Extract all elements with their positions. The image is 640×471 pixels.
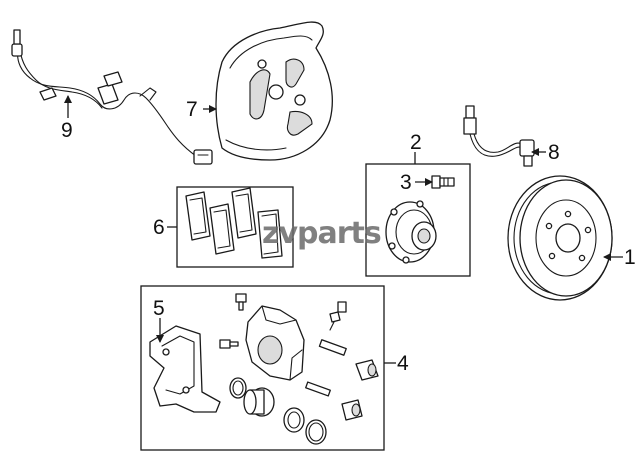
callout-2: 2 xyxy=(410,131,422,154)
piston-seals[interactable] xyxy=(229,377,327,445)
caliper-group-frame xyxy=(140,285,385,451)
caliper-mounting-bracket[interactable] xyxy=(149,325,221,413)
callout-7: 7 xyxy=(186,98,198,121)
leader-lines xyxy=(64,95,623,364)
pin-boots[interactable] xyxy=(341,359,379,421)
brake-rotor[interactable] xyxy=(507,175,613,301)
callout-5: 5 xyxy=(153,297,165,320)
bleeder-screw[interactable] xyxy=(329,301,347,331)
callout-8: 8 xyxy=(548,141,560,164)
brake-pads[interactable] xyxy=(185,187,283,259)
brake-caliper[interactable] xyxy=(245,305,305,381)
callout-6: 6 xyxy=(153,216,165,239)
hub-assembly[interactable] xyxy=(385,200,437,264)
hub-bolt[interactable] xyxy=(431,175,455,189)
callout-4: 4 xyxy=(397,352,409,375)
callout-3: 3 xyxy=(400,171,412,194)
caliper-bolts[interactable] xyxy=(219,293,247,349)
speed-sensor-harness[interactable] xyxy=(11,29,213,165)
callout-1: 1 xyxy=(624,246,636,269)
guide-pins[interactable] xyxy=(305,339,347,397)
piston[interactable] xyxy=(243,387,275,417)
callout-9: 9 xyxy=(61,119,73,142)
brake-hose[interactable] xyxy=(463,105,535,167)
dust-shield[interactable] xyxy=(215,21,333,161)
watermark: zvparts xyxy=(262,216,381,251)
hub-group-frame xyxy=(365,163,471,277)
